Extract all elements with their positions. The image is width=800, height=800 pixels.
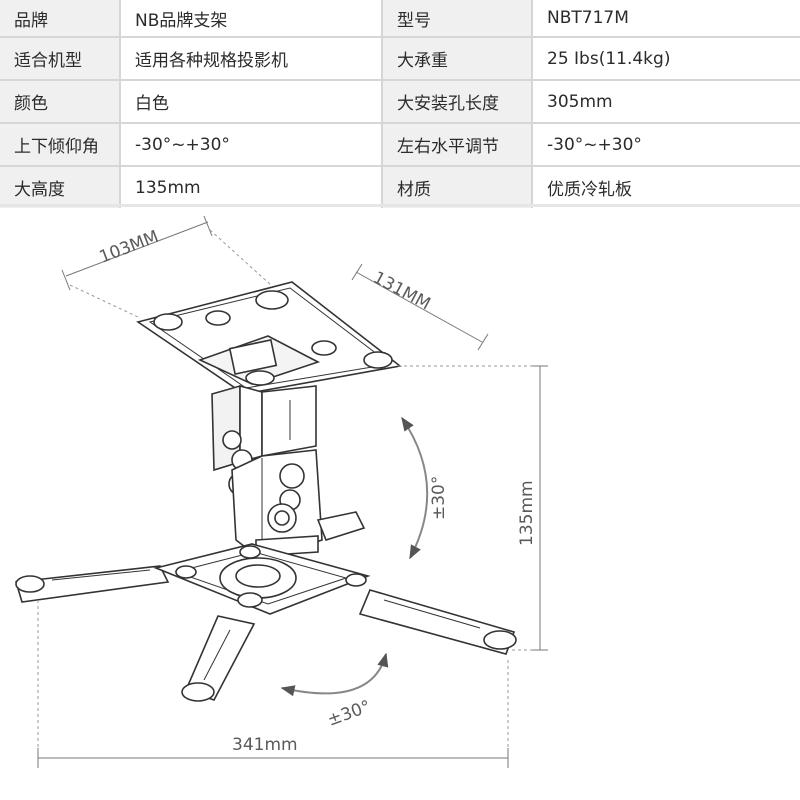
projector-base-spider xyxy=(14,511,517,702)
spec-label: 颜色 xyxy=(0,80,120,124)
spec-label: 型号 xyxy=(381,0,532,38)
spec-value: 白色 xyxy=(119,80,382,124)
tilt-joint xyxy=(231,449,323,561)
ceiling-plate xyxy=(136,281,402,395)
spec-row: 品牌 NB品牌支架 型号 NBT717M xyxy=(0,0,800,38)
dim-label-base-width: 341mm xyxy=(232,735,298,755)
spec-label: 上下倾仰角 xyxy=(0,123,120,167)
spec-label: 大承重 xyxy=(381,37,532,81)
spec-value: -30°~+30° xyxy=(531,123,800,167)
table-divider xyxy=(0,204,800,207)
spec-label: 左右水平调节 xyxy=(381,123,532,167)
spec-value: NB品牌支架 xyxy=(119,0,382,38)
dim-top-depth: 131MM xyxy=(351,263,489,351)
dim-label-swivel: ±30° xyxy=(325,697,374,731)
spec-value: 135mm xyxy=(119,166,382,208)
dim-label-top-width: 103MM xyxy=(97,227,162,268)
dim-height: 135mm xyxy=(398,365,548,651)
dim-swivel-arc: ±30° xyxy=(280,652,389,731)
spec-label: 大高度 xyxy=(0,166,120,208)
spec-row: 大高度 135mm 材质 优质冷轧板 xyxy=(0,166,800,208)
spec-value: 25 Ibs(11.4kg) xyxy=(531,37,800,81)
spec-row: 适合机型 适用各种规格投影机 大承重 25 Ibs(11.4kg) xyxy=(0,37,800,81)
dim-tilt-arc: ±30° xyxy=(401,416,449,560)
spec-value: -30°~+30° xyxy=(119,123,382,167)
spec-value: 适用各种规格投影机 xyxy=(119,37,382,81)
dim-label-height: 135mm xyxy=(517,480,537,546)
dim-label-top-depth: 131MM xyxy=(370,268,434,315)
spec-table: 品牌 NB品牌支架 型号 NBT717M 适合机型 适用各种规格投影机 大承重 … xyxy=(0,0,800,208)
spec-row: 颜色 白色 大安装孔长度 305mm xyxy=(0,80,800,124)
dim-base-width: 341mm xyxy=(37,600,509,768)
spec-value: NBT717M xyxy=(531,0,800,38)
spec-label: 适合机型 xyxy=(0,37,120,81)
spec-label: 大安装孔长度 xyxy=(381,80,532,124)
spec-label: 品牌 xyxy=(0,0,120,38)
spec-row: 上下倾仰角 -30°~+30° 左右水平调节 -30°~+30° xyxy=(0,123,800,167)
spec-value: 305mm xyxy=(531,80,800,124)
spec-label: 材质 xyxy=(381,166,532,208)
spec-value: 优质冷轧板 xyxy=(531,166,800,208)
dim-label-tilt: ±30° xyxy=(429,476,449,520)
